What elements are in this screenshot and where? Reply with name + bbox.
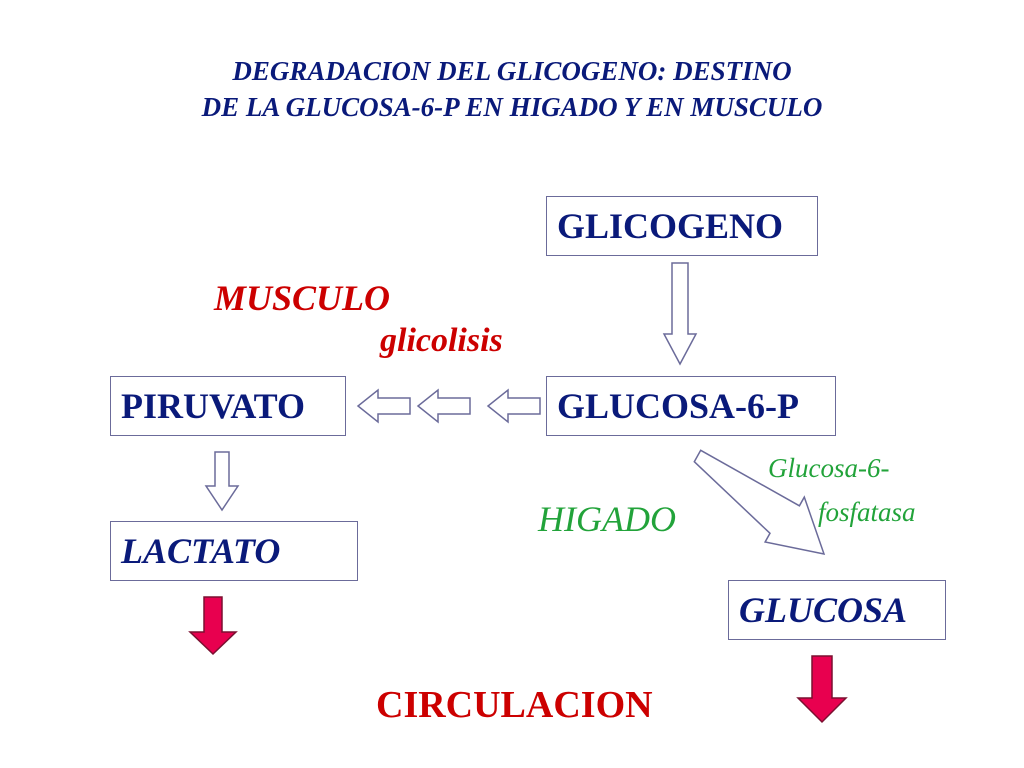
- node-glicogeno: GLICOGENO: [546, 196, 818, 256]
- node-glucosa-6-p: GLUCOSA-6-P: [546, 376, 836, 436]
- arrow-glucosa-to-circulacion: [796, 655, 848, 724]
- arrow-piruvato-to-lactato: [204, 451, 240, 512]
- arrow-glycolysis-step-3: [486, 388, 541, 424]
- node-glucosa-label: GLUCOSA: [739, 590, 908, 630]
- label-higado: HIGADO: [538, 499, 676, 539]
- label-glicolisis: glicolisis: [380, 322, 503, 359]
- node-glucosa-6-p-label: GLUCOSA-6-P: [557, 386, 799, 426]
- label-musculo: MUSCULO: [214, 278, 391, 318]
- label-enzyme-line-2: fosfatasa: [818, 497, 916, 527]
- node-piruvato-label: PIRUVATO: [121, 386, 306, 426]
- node-piruvato: PIRUVATO: [110, 376, 346, 436]
- arrow-lactato-to-circulacion: [188, 596, 238, 656]
- arrow-glycolysis-step-2: [416, 388, 471, 424]
- arrow-glycolysis-step-1: [356, 388, 411, 424]
- node-glicogeno-label: GLICOGENO: [557, 206, 784, 246]
- arrow-glucosa6p-to-glucosa: [693, 449, 826, 555]
- label-enzyme-line-1: Glucosa-6-: [768, 453, 890, 483]
- arrow-glicogeno-to-glucosa6p: [662, 262, 698, 366]
- diagram-title-line-1: DEGRADACION DEL GLICOGENO: DESTINO: [232, 56, 792, 86]
- node-lactato-label: LACTATO: [121, 531, 281, 571]
- label-circulacion: CIRCULACION: [376, 684, 653, 726]
- node-glucosa: GLUCOSA: [728, 580, 946, 640]
- node-lactato: LACTATO: [110, 521, 358, 581]
- diagram-title-line-2: DE LA GLUCOSA-6-P EN HIGADO Y EN MUSCULO: [201, 92, 823, 122]
